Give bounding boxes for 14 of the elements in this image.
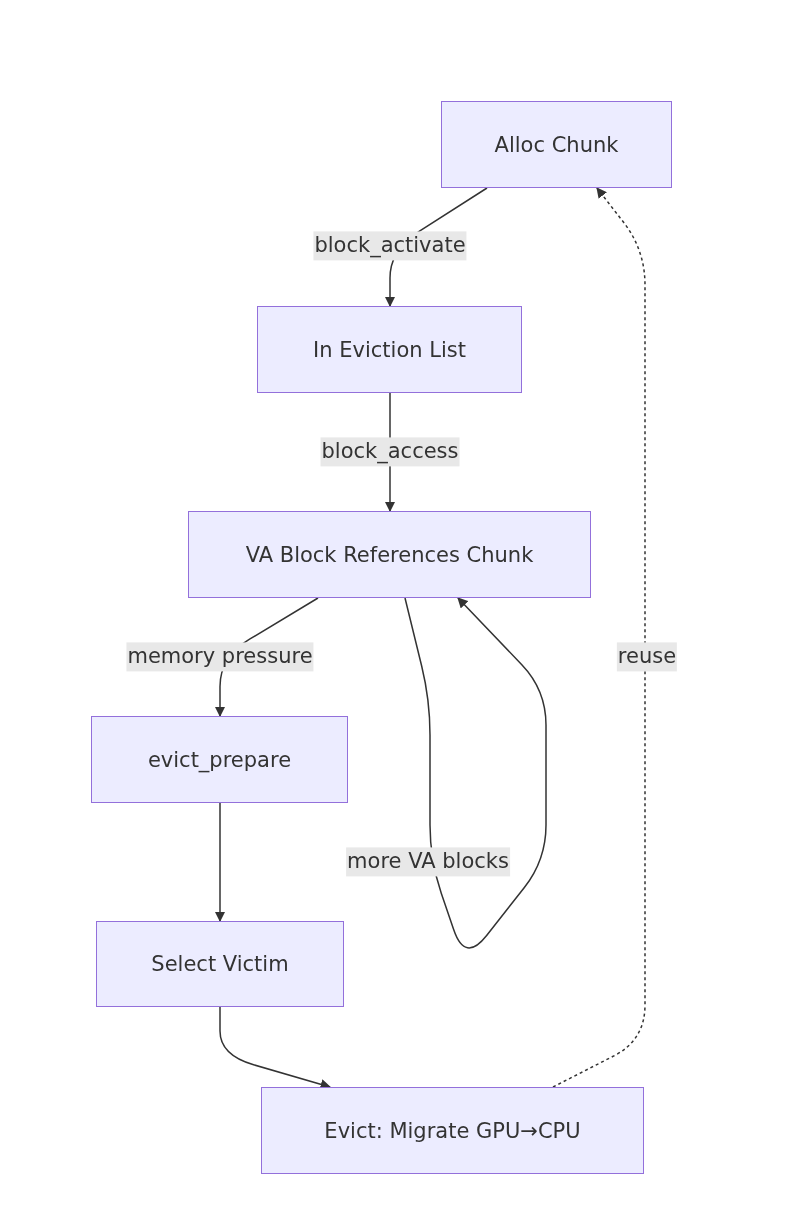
process-box: Alloc Chunk <box>441 101 672 188</box>
edge-label: block_access <box>320 437 460 467</box>
arrow <box>404 597 547 949</box>
edge-label: more VA blocks <box>346 847 510 877</box>
process-box: In Eviction List <box>257 306 522 393</box>
arrow <box>214 802 226 923</box>
edge-label: memory pressure <box>126 642 314 672</box>
process-box: Select Victim <box>96 921 344 1007</box>
dashed-arrow <box>552 187 646 1088</box>
process-box: evict_prepare <box>91 716 348 803</box>
edge-label: reuse <box>616 642 678 672</box>
process-box: VA Block References Chunk <box>188 511 591 598</box>
edge-label: block_activate <box>313 231 467 261</box>
process-box: Evict: Migrate GPU→CPU <box>261 1087 644 1174</box>
